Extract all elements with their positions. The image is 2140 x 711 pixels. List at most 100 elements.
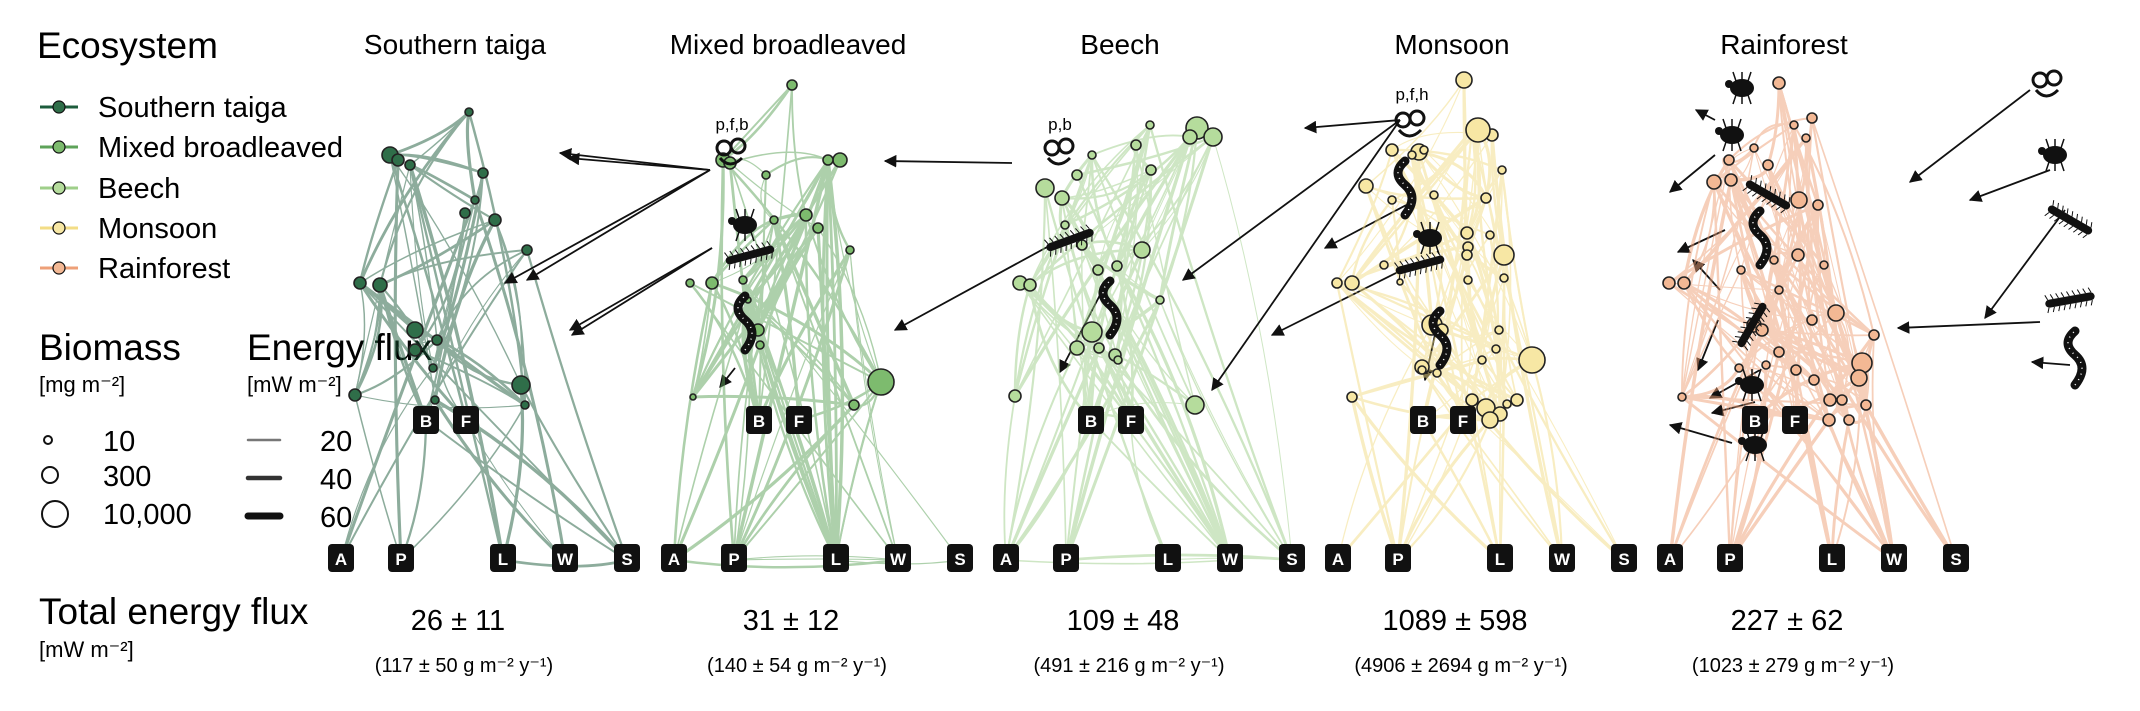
panel-title: Mixed broadleaved bbox=[670, 29, 907, 60]
flux-link bbox=[465, 111, 477, 201]
flux-link bbox=[757, 249, 852, 421]
consumer-node bbox=[1801, 133, 1811, 143]
resource-label: P bbox=[1060, 550, 1071, 569]
flux-link bbox=[1682, 159, 1731, 284]
nematode-icon bbox=[1043, 137, 1075, 166]
flux-link bbox=[733, 381, 882, 561]
flux-link bbox=[1135, 144, 1196, 406]
biomass-size-medium bbox=[41, 466, 59, 484]
flux-link bbox=[520, 384, 628, 561]
flux-link bbox=[393, 159, 403, 561]
consumer-node bbox=[1407, 150, 1417, 160]
flux-link bbox=[1681, 367, 1741, 399]
flux-link bbox=[1159, 299, 1293, 561]
consumer-node bbox=[812, 222, 824, 234]
flux-link bbox=[1410, 154, 1465, 421]
flux-link bbox=[691, 227, 820, 398]
centipede-icon bbox=[724, 240, 775, 270]
flux-link bbox=[388, 154, 468, 421]
worm-icon bbox=[1428, 306, 1452, 370]
consumer-node bbox=[353, 276, 367, 290]
flux-link bbox=[1681, 159, 1730, 398]
resource-label: P bbox=[728, 550, 739, 569]
flux-link bbox=[1792, 124, 1802, 421]
consumer-node bbox=[1734, 363, 1744, 373]
flux-link bbox=[1490, 134, 1564, 561]
energy-flux-unit: [mW m⁻²] bbox=[247, 372, 342, 397]
resource-box-s: S bbox=[1611, 544, 1637, 572]
highlight-arrows bbox=[503, 148, 736, 388]
arrow bbox=[503, 169, 711, 284]
consumer-node bbox=[1008, 389, 1022, 403]
consumer-node bbox=[430, 395, 440, 405]
resource-box-l: L bbox=[823, 544, 849, 572]
legend-dot bbox=[52, 221, 66, 235]
resource-box-b: B bbox=[1410, 406, 1436, 434]
flux-link bbox=[409, 164, 434, 369]
consumer-node bbox=[1493, 244, 1515, 266]
consumer-node bbox=[1145, 164, 1157, 176]
flux-link bbox=[501, 384, 525, 561]
resource-box-a: A bbox=[993, 544, 1019, 572]
mass-flux-value: (117 ± 50 g m⁻² y⁻¹) bbox=[375, 655, 553, 677]
invertebrate-pictograms bbox=[715, 69, 2095, 462]
flux-link bbox=[340, 367, 434, 561]
arrow bbox=[1909, 89, 2031, 183]
flux-link bbox=[1773, 259, 1867, 406]
centipede-icon bbox=[2044, 200, 2093, 239]
resource-label: F bbox=[794, 412, 804, 431]
flux-link bbox=[1421, 197, 1488, 421]
legend-dot bbox=[52, 261, 66, 275]
resource-label: B bbox=[1417, 412, 1429, 431]
arrow bbox=[1968, 169, 2051, 202]
flux-link bbox=[1730, 179, 1875, 336]
consumer-node bbox=[1087, 150, 1097, 160]
flux-link bbox=[1811, 117, 1957, 561]
resource-box-a: A bbox=[328, 544, 354, 572]
consumer-node bbox=[1429, 190, 1439, 200]
consumer-node bbox=[1155, 295, 1165, 305]
consumer-node bbox=[488, 213, 502, 227]
consumer-node bbox=[1035, 178, 1055, 198]
resource-box-p: P bbox=[1385, 544, 1411, 572]
consumer-node bbox=[1331, 277, 1343, 289]
flux-link bbox=[1005, 559, 1231, 565]
resource-box-l: L bbox=[490, 544, 516, 572]
flux-link bbox=[1830, 419, 1851, 561]
arrow bbox=[893, 239, 1061, 331]
flux-link bbox=[1397, 419, 1492, 561]
flux-link bbox=[414, 328, 526, 406]
resource-box-b: B bbox=[1742, 406, 1768, 434]
panel-title: Beech bbox=[1080, 29, 1159, 60]
panel-title: Monsoon bbox=[1394, 29, 1509, 60]
flux-link bbox=[722, 84, 794, 162]
resource-label: L bbox=[1163, 550, 1173, 569]
flux-link bbox=[1350, 396, 1400, 561]
beetle-icon bbox=[2038, 138, 2067, 172]
arrow bbox=[1696, 319, 1719, 372]
centipede-icon bbox=[1742, 175, 1791, 214]
consumer-node bbox=[431, 334, 443, 346]
resource-label: F bbox=[1126, 412, 1136, 431]
larva-icon bbox=[1748, 206, 1772, 270]
resource-box-a: A bbox=[1657, 544, 1683, 572]
consumer-node bbox=[867, 368, 895, 396]
consumer-node bbox=[1461, 249, 1473, 261]
arrow bbox=[1669, 154, 1716, 193]
flux-link bbox=[1681, 395, 1895, 562]
flux-link bbox=[354, 282, 366, 396]
biomass-value: 10 bbox=[103, 426, 135, 458]
resource-box-b: B bbox=[746, 406, 772, 434]
nematode-icon bbox=[2031, 69, 2063, 98]
flux-link bbox=[1396, 418, 1492, 561]
flux-link bbox=[389, 154, 436, 401]
flux-link bbox=[1787, 124, 1796, 421]
flux-link bbox=[1681, 147, 1755, 398]
resource-box-p: P bbox=[388, 544, 414, 572]
flux-link bbox=[1812, 379, 1896, 561]
flux-link bbox=[1061, 169, 1152, 200]
flux-link bbox=[1335, 282, 1400, 561]
legend-item-southern-taiga: Southern taiga bbox=[40, 92, 288, 124]
